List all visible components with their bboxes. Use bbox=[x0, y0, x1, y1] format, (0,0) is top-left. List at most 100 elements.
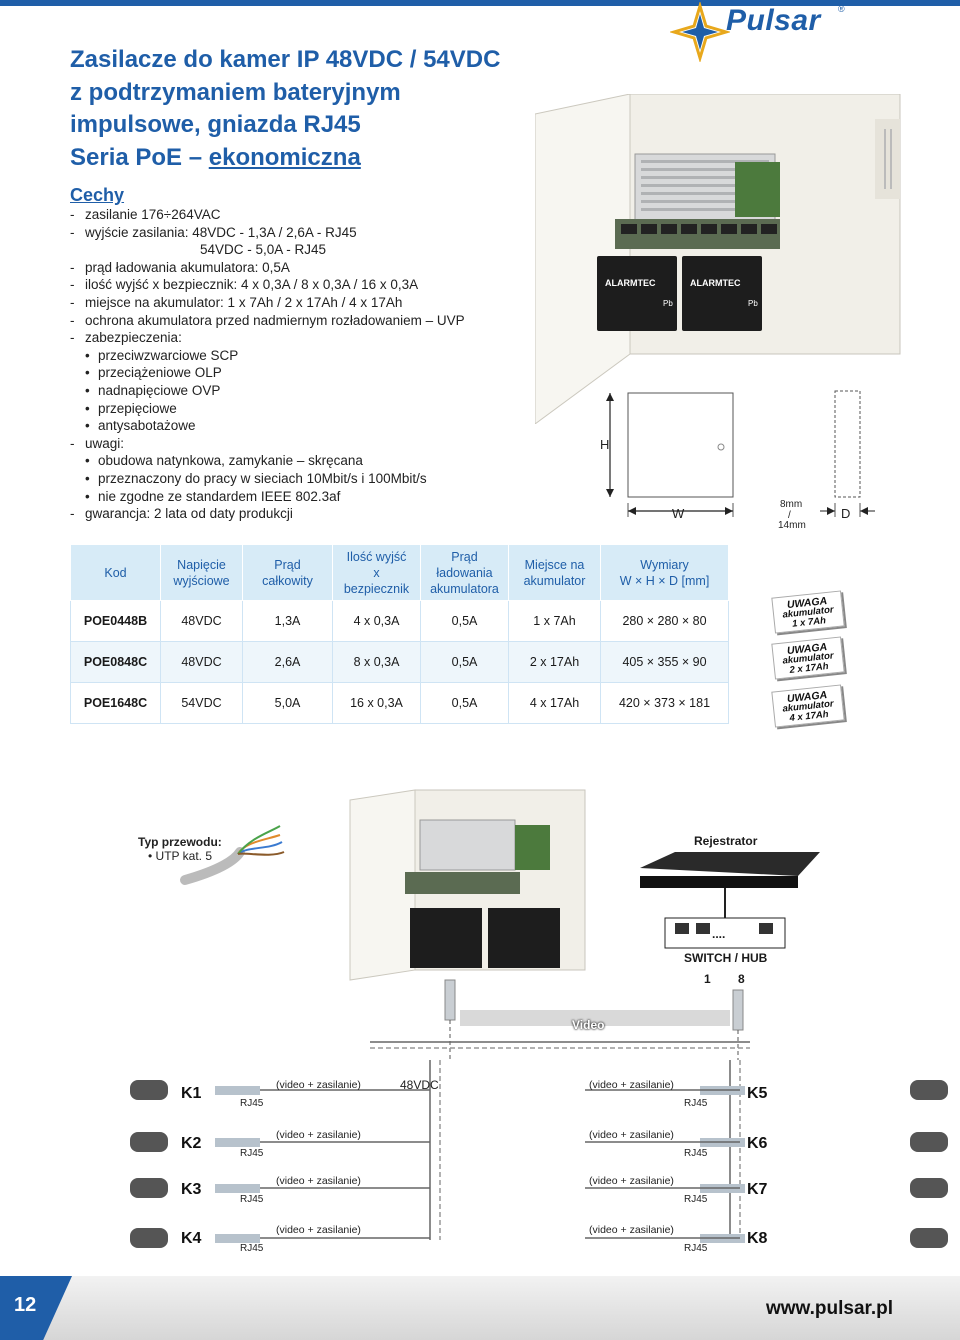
feature-row: •przepięciowe bbox=[70, 400, 540, 418]
table-cell: POE0848C bbox=[70, 641, 161, 683]
feature-row: • obudowa natynkowa, zamykanie – skręcana bbox=[70, 452, 540, 470]
camera-label-left: K3 bbox=[181, 1181, 202, 1198]
title-line-4: Seria PoE – ekonomiczna bbox=[70, 142, 590, 175]
bullet-icon: • bbox=[85, 382, 90, 398]
pulsar-logo: Pulsar ® bbox=[670, 2, 960, 62]
dimension-gap-sep: / bbox=[788, 510, 791, 521]
feature-row: •przeznaczony do pracy w sieciach 10Mbit… bbox=[70, 470, 540, 488]
dash-icon: - bbox=[70, 207, 75, 222]
header-line: W × H × D [mm] bbox=[619, 573, 710, 588]
rj45-label: RJ45 bbox=[684, 1098, 708, 1109]
video-power-label: (video + zasilanie) bbox=[276, 1129, 361, 1141]
battery-pb-2: Pb bbox=[748, 299, 758, 308]
footer-bar bbox=[0, 1276, 960, 1340]
table-cell: 1 x 7Ah bbox=[508, 600, 601, 642]
table-cell: 2,6A bbox=[242, 641, 333, 683]
header-line: ładowania bbox=[436, 565, 493, 580]
title-line-3: impulsowe, gniazda RJ45 bbox=[70, 111, 361, 138]
feature-row: -zasilanie 176÷264VAC bbox=[70, 206, 540, 224]
cable-type: Typ przewodu: • UTP kat. 5 bbox=[138, 835, 222, 863]
video-label: Video bbox=[572, 1018, 605, 1032]
feature-row: -ilość wyjść x bezpiecznik: 4 x 0,3A / 8… bbox=[70, 276, 540, 294]
cable-type-item: • UTP kat. 5 bbox=[148, 849, 213, 863]
dash-icon: - bbox=[70, 277, 75, 293]
feature-row: •przeciwzwarciowe SCP bbox=[70, 347, 540, 365]
page-title: Zasilacze do kamer IP 48VDC / 54VDC z po… bbox=[70, 44, 590, 174]
rj45-label: RJ45 bbox=[240, 1148, 264, 1159]
wiring-diagram bbox=[130, 789, 948, 1248]
header-line: akumulatora bbox=[430, 581, 499, 596]
website-link[interactable]: www.pulsar.pl bbox=[766, 1298, 894, 1319]
dimension-drawing: H W D 8mm / 14mm bbox=[600, 385, 940, 535]
feature-text: 54VDC - 5,0A - RJ45 bbox=[200, 242, 327, 258]
feature-text: ilość wyjść x bezpiecznik: 4 x 0,3A / 8 … bbox=[85, 277, 419, 293]
table-cell: 8 x 0,3A bbox=[332, 641, 421, 683]
bullet-icon: • bbox=[85, 453, 90, 469]
camera-label-right: K7 bbox=[747, 1181, 768, 1198]
header-line: Kod bbox=[104, 565, 127, 580]
camera-label-right: K6 bbox=[747, 1135, 768, 1152]
feature-row: 54VDC - 5,0A - RJ45 bbox=[70, 241, 540, 259]
table-cell: 0,5A bbox=[420, 641, 509, 683]
pulsar-star-icon bbox=[670, 2, 730, 62]
video-power-label: (video + zasilanie) bbox=[276, 1175, 361, 1187]
table-cell: 5,0A bbox=[242, 682, 333, 724]
dimension-gap-b: 14mm bbox=[778, 520, 806, 531]
dash-icon: - bbox=[70, 330, 75, 346]
dimension-d-label: D bbox=[841, 506, 851, 521]
feature-text: obudowa natynkowa, zamykanie – skręcana bbox=[98, 453, 363, 469]
bullet-icon: • bbox=[85, 418, 90, 434]
header-line: Napięcie bbox=[177, 557, 226, 572]
title-series-prefix: Seria PoE – bbox=[70, 143, 209, 171]
header-line: akumulator bbox=[523, 573, 586, 588]
table-cell: 0,5A bbox=[420, 682, 509, 724]
logo-text: Pulsar bbox=[726, 4, 821, 37]
feature-text: zasilanie 176÷264VAC bbox=[85, 207, 221, 222]
feature-row: -uwagi: bbox=[70, 435, 540, 453]
feature-row: •nie zgodne ze standardem IEEE 802.3af bbox=[70, 488, 540, 506]
dash-icon: - bbox=[70, 259, 75, 275]
power-supply-image: ALARMTEC ALARMTEC Pb Pb bbox=[535, 94, 901, 424]
header-line: Miejsce na bbox=[524, 557, 585, 572]
title-line-2: z podtrzymaniem bateryjnym bbox=[70, 78, 401, 106]
table-cell: 405 × 355 × 90 bbox=[600, 641, 729, 683]
dimension-w-label: W bbox=[672, 506, 685, 521]
table-cell: 48VDC bbox=[160, 600, 243, 642]
feature-row: •antysabotażowe bbox=[70, 417, 540, 435]
page-number: 12 bbox=[14, 1294, 37, 1316]
rj45-label: RJ45 bbox=[240, 1194, 264, 1205]
features-heading: Cechy bbox=[70, 185, 125, 205]
feature-row: -gwarancja: 2 lata od daty produkcji bbox=[70, 505, 540, 523]
bullet-icon: • bbox=[85, 470, 90, 486]
dimension-gap-a: 8mm bbox=[780, 499, 803, 510]
cable-type-title: Typ przewodu: bbox=[138, 835, 222, 849]
rj45-label: RJ45 bbox=[684, 1148, 708, 1159]
dimension-h-label: H bbox=[600, 437, 610, 452]
video-power-label: (video + zasilanie) bbox=[589, 1175, 674, 1187]
rj45-label: RJ45 bbox=[684, 1194, 708, 1205]
header-line: Wymiary bbox=[640, 557, 689, 572]
table-cell: 0,5A bbox=[420, 600, 509, 642]
feature-text: przeciążeniowe OLP bbox=[98, 365, 222, 381]
feature-row: •nadnapięciowe OVP bbox=[70, 382, 540, 400]
video-power-label: (video + zasilanie) bbox=[276, 1079, 361, 1091]
camera-label-right: K5 bbox=[747, 1085, 768, 1102]
bullet-icon: • bbox=[85, 400, 90, 416]
feature-text: nie zgodne ze standardem IEEE 802.3af bbox=[98, 488, 341, 504]
recorder-label: Rejestrator bbox=[694, 834, 758, 848]
table-cell: 280 × 280 × 80 bbox=[600, 600, 729, 642]
header-line: wyjściowe bbox=[173, 573, 230, 588]
table-cell: POE0448B bbox=[70, 600, 161, 642]
rj45-label: RJ45 bbox=[240, 1098, 264, 1109]
rj45-label: RJ45 bbox=[684, 1243, 708, 1254]
